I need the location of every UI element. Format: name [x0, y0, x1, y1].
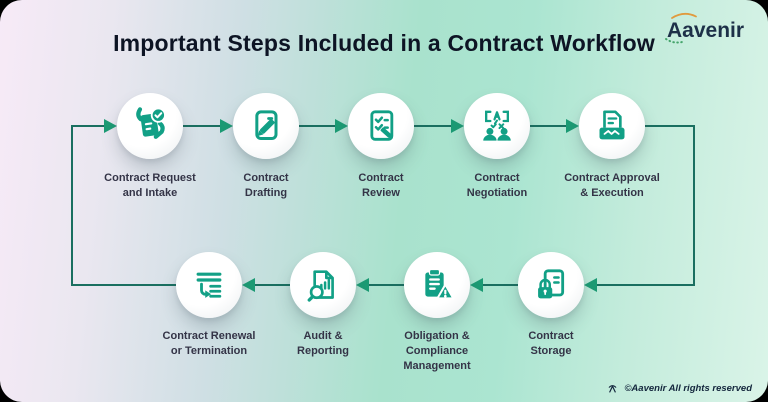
document-pencil-icon	[255, 110, 278, 140]
step-contract-review	[348, 93, 414, 159]
step-label-contract-storage: Contract Storage	[528, 330, 574, 357]
arrow-left-icon	[470, 278, 483, 292]
step-label-contract-review: Contract Review	[358, 172, 404, 199]
logo-text: Aavenir	[667, 19, 744, 42]
connector-line	[71, 125, 73, 286]
step-label-contract-request-intake: Contract Request and Intake	[104, 172, 196, 199]
connector-line	[255, 284, 290, 286]
arrow-left-icon	[584, 278, 597, 292]
step-label-obligation-compliance: Obligation & Compliance Management	[403, 330, 471, 372]
step-label-contract-drafting: Contract Drafting	[243, 172, 289, 199]
step-label-contract-negotiation: Contract Negotiation	[466, 172, 528, 199]
connector-line	[414, 125, 452, 127]
arrow-right-icon	[451, 119, 464, 133]
list-renew-arrow-icon	[196, 272, 222, 298]
connector-line	[483, 284, 518, 286]
aavenir-logo-icon: Aavenir	[665, 12, 744, 44]
arrow-right-icon	[335, 119, 348, 133]
arrow-left-icon	[242, 278, 255, 292]
connector-line	[299, 125, 336, 127]
step-contract-negotiation	[464, 93, 530, 159]
report-magnifier-icon	[307, 270, 334, 302]
step-label-audit-reporting: Audit & Reporting	[297, 330, 349, 357]
arrow-left-icon	[356, 278, 369, 292]
people-discussion-icon	[483, 110, 511, 141]
aavenir-mark-icon	[609, 385, 617, 393]
step-contract-request-intake	[117, 93, 183, 159]
connector-line	[693, 125, 695, 286]
aavenir-logo: Aavenir	[660, 9, 754, 52]
step-audit-reporting	[290, 252, 356, 318]
document-handshake-icon	[599, 110, 625, 140]
clipboard-warning-icon	[425, 269, 455, 300]
arrow-right-icon	[104, 119, 117, 133]
connector-line	[530, 125, 567, 127]
copyright-text: ©Aavenir All rights reserved	[624, 383, 752, 394]
arrow-right-icon	[566, 119, 579, 133]
connector-line	[71, 125, 105, 127]
checklist-pencil-icon	[370, 110, 394, 141]
document-hands-check-icon	[136, 107, 166, 139]
step-contract-approval-execution	[579, 93, 645, 159]
step-obligation-compliance-management	[404, 252, 470, 318]
arrow-right-icon	[220, 119, 233, 133]
connector-line	[645, 125, 695, 127]
step-contract-drafting	[233, 93, 299, 159]
step-label-contract-renewal-termination: Contract Renewal or Termination	[162, 330, 256, 357]
step-contract-renewal-termination	[176, 252, 242, 318]
connector-line	[597, 284, 695, 286]
document-lock-icon	[538, 269, 565, 299]
connector-line	[369, 284, 404, 286]
step-label-contract-approval-execution: Contract Approval & Execution	[564, 172, 660, 199]
page-title: Important Steps Included in a Contract W…	[113, 30, 655, 56]
copyright: ©Aavenir All rights reserved	[606, 382, 752, 395]
connector-line	[71, 284, 176, 286]
connector-line	[183, 125, 221, 127]
step-contract-storage	[518, 252, 584, 318]
